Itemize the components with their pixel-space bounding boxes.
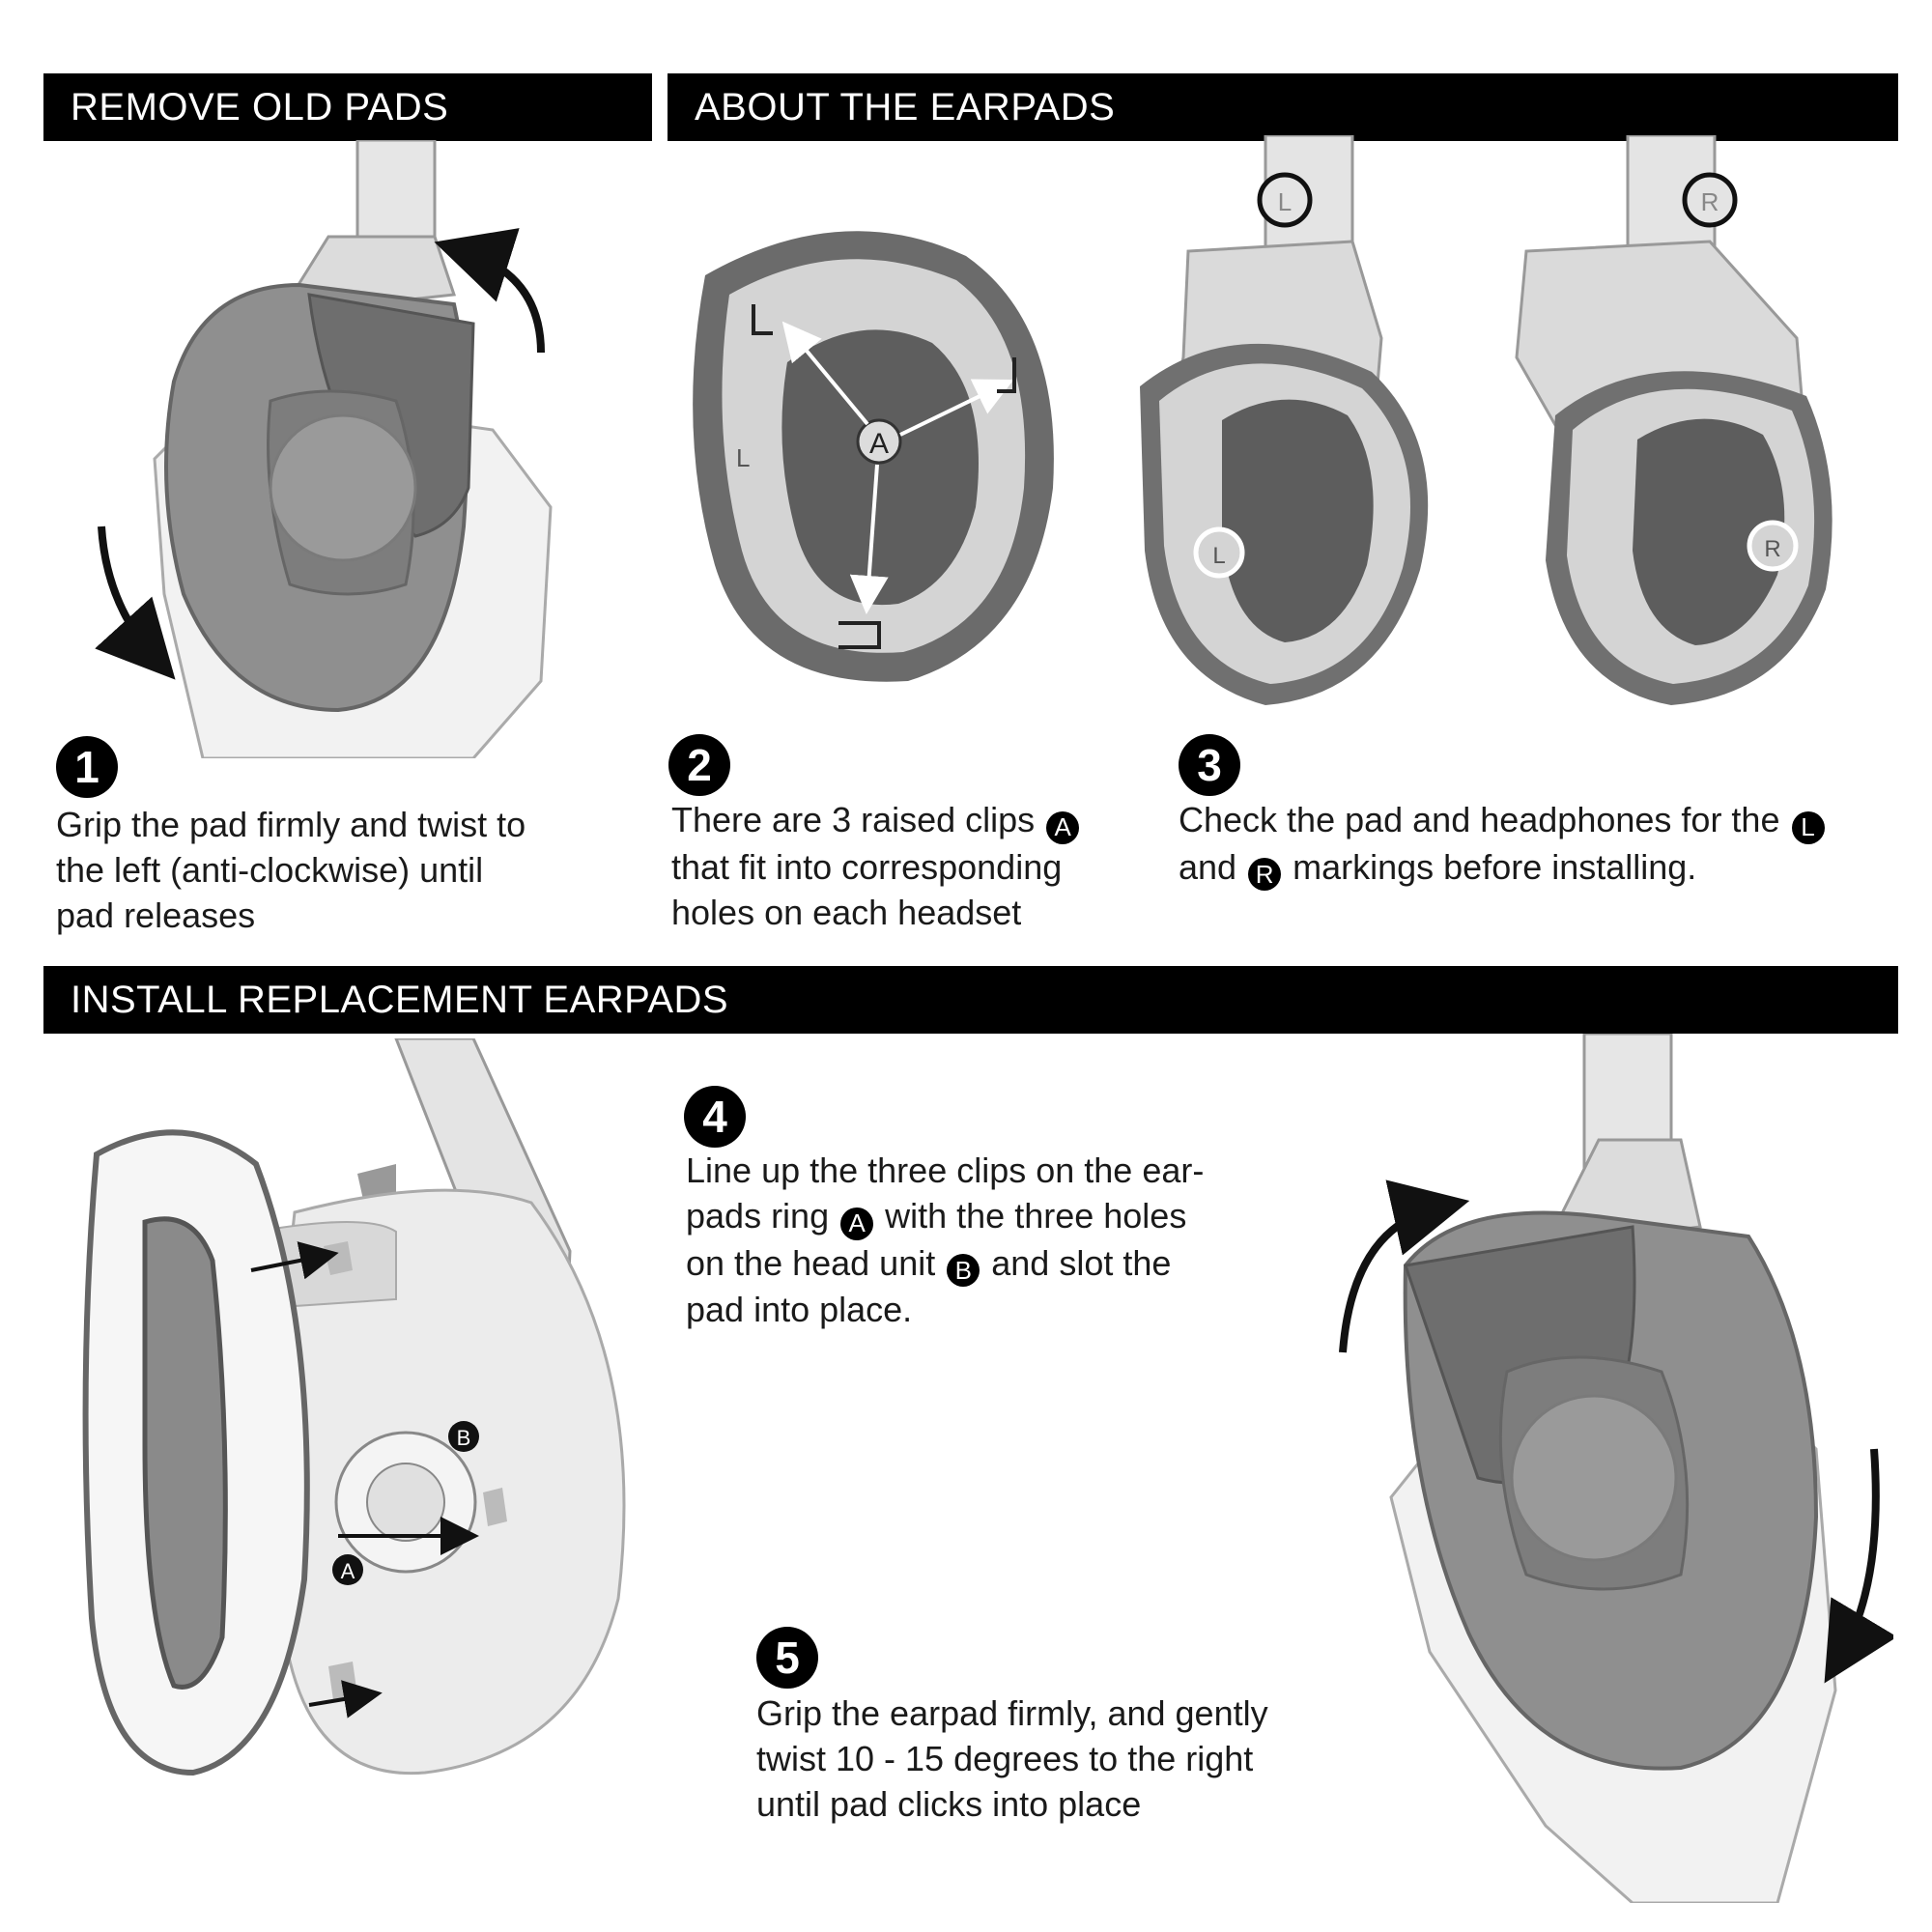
step-2-line-1: There are 3 raised clips A [671,797,1154,844]
left-badge: L [1791,810,1825,844]
pad-r-label: R [1764,536,1780,562]
earpad-ring-illustration: A L [693,231,1054,682]
step-3-line-2: and R markings before installing. [1179,844,1913,891]
section-title-about: ABOUT THE EARPADS [695,85,1116,128]
step-5-line-2: twist 10 - 15 degrees to the right [756,1739,1254,1778]
clip-a-label: A [869,428,889,460]
remove-pad-illustration [95,140,553,758]
left-right-markings-illustration: L L R R [1140,135,1833,705]
headband-l-label: L [1278,187,1292,216]
headband-r-label: R [1701,187,1719,216]
section-title-install: INSTALL REPLACEMENT EARPADS [71,978,729,1021]
step-3-text: Check the pad and headphones for the L a… [1179,797,1913,891]
right-badge: R [1248,858,1282,891]
step-1-text: Grip the pad firmly and twist to the lef… [56,802,636,938]
step-4-line-4: pad into place. [686,1290,913,1329]
install-pad-illustration: B A [82,1038,626,1776]
step-4-line-2-pre: pads ring [686,1196,830,1236]
step-2-line-1-text: There are 3 raised clips [671,800,1036,839]
step-2-number: 2 [668,734,730,796]
step-3-line-1-text: Check the pad and headphones for the [1179,800,1780,839]
step-3-line-1: Check the pad and headphones for the L [1179,797,1913,844]
step-5-number: 5 [756,1627,818,1689]
step-4-line-2-post: with the three holes [885,1196,1187,1236]
step-4-line-1: Line up the three clips on the ear- [686,1151,1205,1190]
step-3-line-2-pre: and [1179,846,1237,887]
step-3-number: 3 [1179,734,1240,796]
step-4-text: Line up the three clips on the ear- pads… [686,1148,1304,1332]
head-unit-b-label: B [457,1426,471,1450]
clip-a-badge: A [1046,810,1080,844]
step-4-line-3: on the head unit B and slot the [686,1240,1304,1287]
twist-right-illustration [1339,1034,1893,1903]
ring-l-label: L [736,443,750,472]
ring-a-badge: A [840,1207,874,1240]
step-4-line-2: pads ring A with the three holes [686,1193,1304,1240]
step-4-line-3-pre: on the head unit [686,1242,936,1283]
step-5-line-3: until pad clicks into place [756,1784,1142,1824]
step-4-number: 4 [684,1086,746,1148]
step-1-number: 1 [56,736,118,798]
pad-l-label: L [1212,543,1225,569]
section-header-about: ABOUT THE EARPADS [668,73,1898,141]
section-header-remove: REMOVE OLD PADS [43,73,652,141]
step-2-text: There are 3 raised clips A that fit into… [671,797,1154,935]
step-2-line-2: that fit into corresponding [671,846,1063,887]
section-title-remove: REMOVE OLD PADS [71,85,449,128]
head-unit-b-badge: B [947,1254,980,1287]
step-5-text: Grip the earpad firmly, and gently twist… [756,1690,1375,1827]
step-5-line-1: Grip the earpad firmly, and gently [756,1693,1268,1733]
step-4-line-3-post: and slot the [991,1242,1172,1283]
section-header-install: INSTALL REPLACEMENT EARPADS [43,966,1898,1034]
step-2-line-3: holes on each headset [671,892,1022,932]
step-1-line-2: the left (anti-clockwise) until [56,850,484,890]
step-1-line-3: pad releases [56,895,256,935]
pad-a-label: A [341,1559,355,1583]
step-3-line-2-post: markings before installing. [1293,846,1697,887]
step-1-line-1: Grip the pad firmly and twist to [56,805,526,844]
